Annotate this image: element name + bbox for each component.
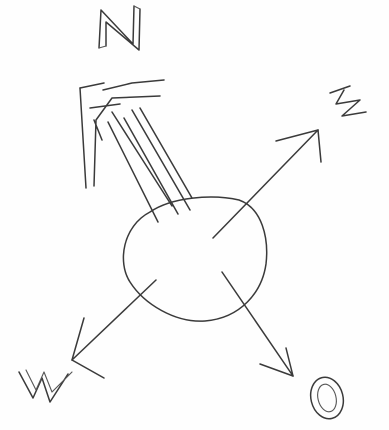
- east-text: Z: [345, 99, 346, 101]
- label-north: N: [99, 6, 140, 50]
- label-south: O: [306, 374, 347, 422]
- east-arrow: [213, 130, 321, 238]
- label-west: W: [19, 370, 72, 402]
- west-text: W: [40, 387, 41, 389]
- north-text: N: [110, 29, 111, 31]
- center-circle: [123, 197, 266, 321]
- south-text: O: [327, 399, 328, 401]
- label-east: Z: [330, 86, 366, 116]
- west-arrow: [72, 280, 156, 378]
